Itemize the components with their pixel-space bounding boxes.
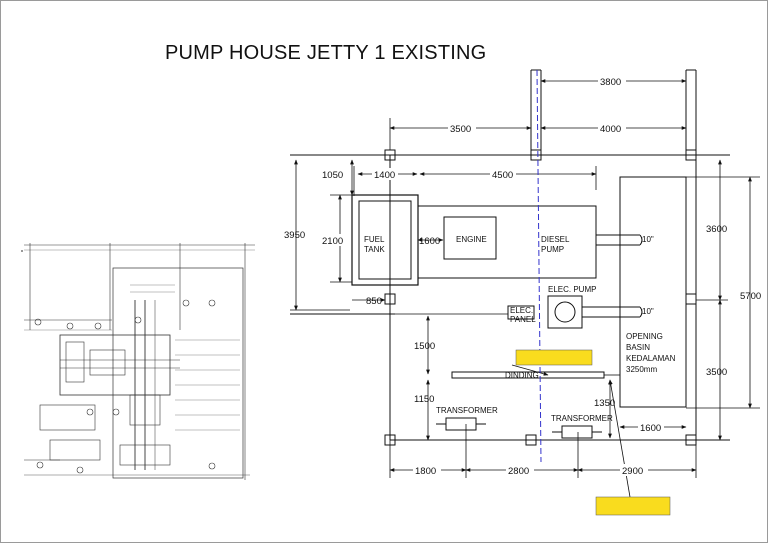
label-diesel-pump-2: PUMP	[541, 245, 564, 254]
label-opening-basin-2: BASIN	[626, 343, 650, 352]
dim-elec-to-dinding: 1500	[414, 341, 435, 352]
dim-bottom-left: 1800	[415, 466, 436, 477]
dim-tank-width: 1400	[374, 170, 395, 181]
dim-engine-span: 4500	[492, 170, 513, 181]
label-opening-basin-3: KEDALAMAN	[626, 354, 676, 363]
reference-drawing	[21, 239, 259, 481]
dim-right-bottom: 3500	[706, 367, 727, 378]
label-transformer-right: TRANSFORMER	[551, 414, 613, 423]
dim-top-span: 3800	[600, 77, 621, 88]
dim-bottom-mid: 2800	[508, 466, 529, 477]
dim-left-span: 3500	[450, 124, 471, 135]
dim-tank-to-column: 850	[366, 296, 382, 307]
main-plan	[290, 69, 760, 498]
dim-tank-offset: 1050	[322, 170, 343, 181]
dim-transformer-height: 1350	[594, 398, 615, 409]
label-pipe-top: 10"	[642, 235, 654, 244]
label-fuel-tank-2: TANK	[364, 245, 385, 254]
label-elec-panel-1: ELEC.	[510, 306, 533, 315]
dim-bottom-right: 2900	[622, 466, 643, 477]
label-transformer-left: TRANSFORMER	[436, 406, 498, 415]
equipment-labels: FUEL TANK ENGINE DIESEL PUMP 10" 10" ELE…	[364, 235, 676, 423]
label-fuel-tank-1: FUEL	[364, 235, 385, 244]
dim-right-overall: 5700	[740, 291, 761, 302]
label-engine: ENGINE	[456, 235, 487, 244]
page-title: PUMP HOUSE JETTY 1 EXISTING	[165, 42, 487, 64]
label-elec-pump: ELEC. PUMP	[548, 285, 596, 294]
label-dinding: DINDING	[505, 371, 539, 380]
dim-tank-height: 2100	[322, 236, 343, 247]
highlight-box-lower	[595, 496, 671, 516]
center-line	[536, 69, 542, 463]
label-opening-basin-1: OPENING	[626, 332, 663, 341]
dimension-labels: 3800 3500 4000 1050 1400 4500 3950 2100 …	[284, 75, 761, 477]
label-diesel-pump-1: DIESEL	[541, 235, 570, 244]
dim-basin-width: 1600	[640, 423, 661, 434]
label-opening-basin-4: 3250mm	[626, 365, 657, 374]
highlight-box-upper	[515, 349, 593, 366]
dim-overall-height: 3950	[284, 230, 305, 241]
dim-right-span: 4000	[600, 124, 621, 135]
label-pipe-mid: 10"	[642, 307, 654, 316]
dim-engine-gap: 1600	[419, 236, 440, 247]
label-elec-panel-2: PANEL	[510, 315, 536, 324]
dim-right-top: 3600	[706, 224, 727, 235]
dim-dinding-to-transformer: 1150	[414, 394, 434, 405]
